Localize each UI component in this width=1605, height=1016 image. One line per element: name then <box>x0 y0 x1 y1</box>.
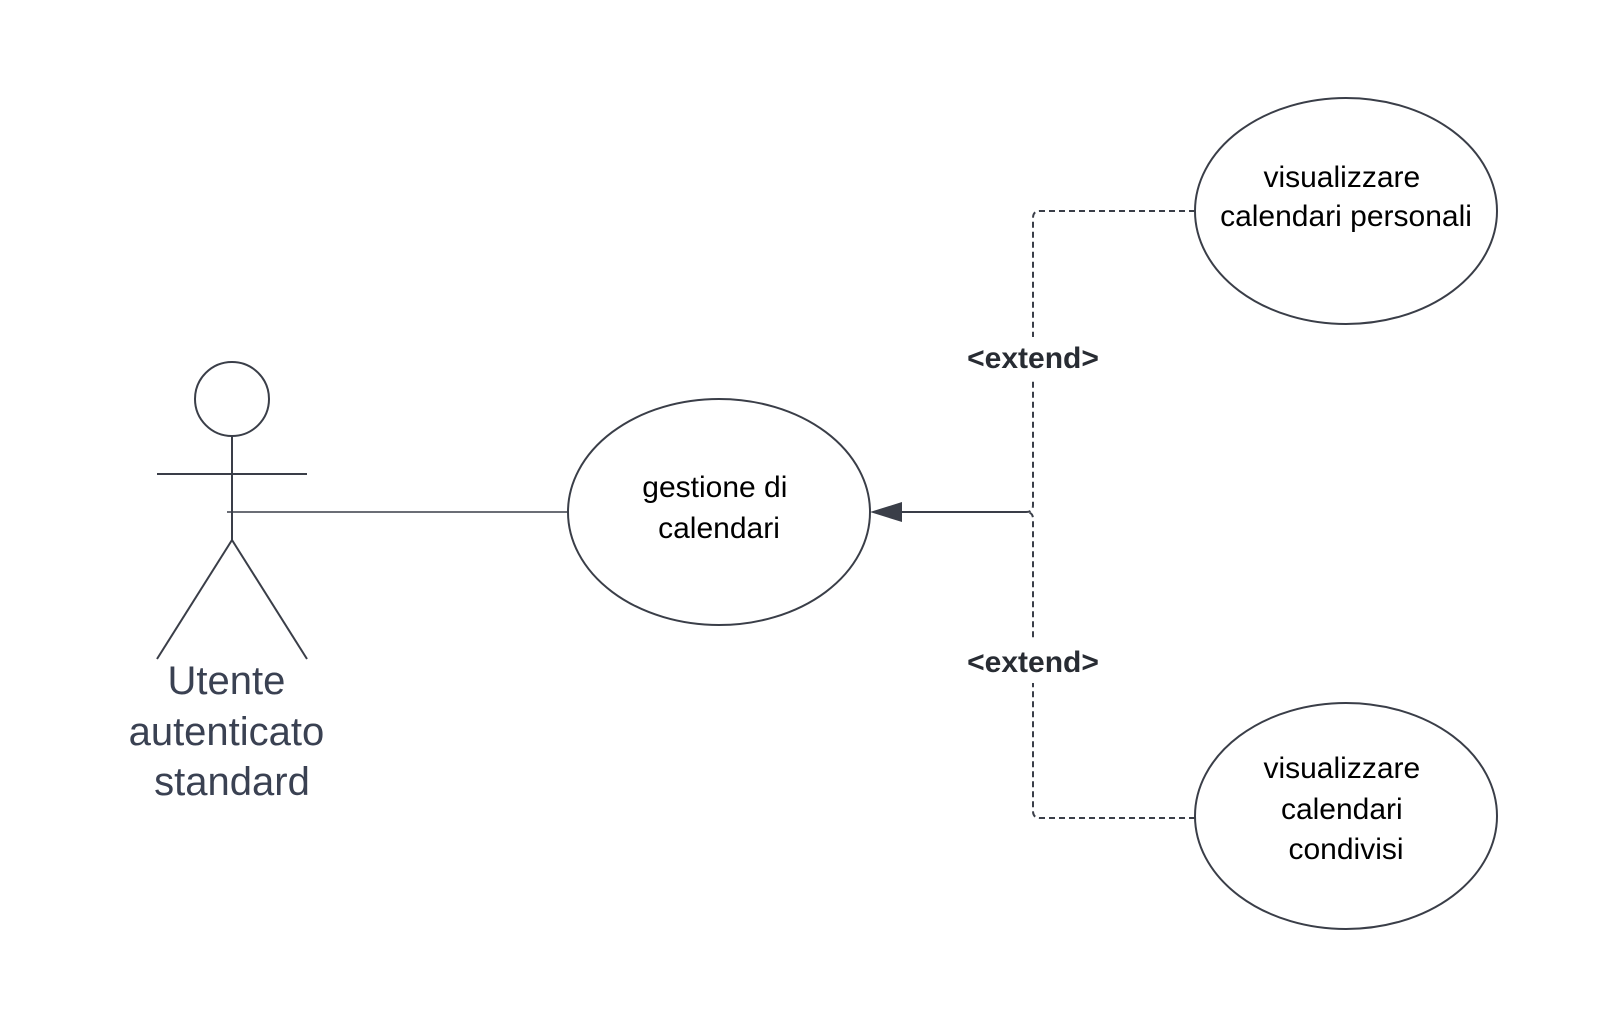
use-case-label-line: calendari <box>658 512 780 545</box>
use-case-label-line: condivisi <box>1288 833 1403 866</box>
use-case-gestione-calendari[interactable]: gestione di calendari <box>567 398 871 626</box>
actor-name-line: Utente <box>168 659 286 703</box>
actor-name: Utente autenticato standard <box>129 659 336 804</box>
use-case-label: visualizzare calendari condivisi <box>1263 752 1428 866</box>
actor-right-leg <box>231 539 308 660</box>
use-case-label-line: calendari personali <box>1220 200 1472 233</box>
use-case-ellipse <box>1194 702 1498 930</box>
extend-arrowhead <box>870 502 902 522</box>
extend-label-text: <extend> <box>967 342 1099 375</box>
use-case-calendari-condivisi[interactable]: visualizzare calendari condivisi <box>1194 702 1498 930</box>
extend-label-text: <extend> <box>967 646 1099 679</box>
actor-name-line: standard <box>154 760 310 804</box>
actor-name-line: autenticato <box>129 710 325 754</box>
use-case-label-line: gestione di <box>642 471 787 504</box>
use-case-calendari-personali[interactable]: visualizzare calendari personali <box>1194 97 1498 325</box>
extend-label-background <box>956 337 1110 379</box>
use-case-label: visualizzare calendari personali <box>1220 161 1472 233</box>
extend-label-bottom: <extend> <box>956 641 1110 683</box>
actor-head <box>194 361 270 437</box>
use-case-label-line: calendari <box>1281 793 1403 826</box>
use-case-label-line: visualizzare <box>1263 752 1420 785</box>
extend-connector-top[interactable] <box>902 210 1195 513</box>
actor-left-leg <box>156 539 233 660</box>
extend-label-top: <extend> <box>956 337 1110 379</box>
use-case-label-line: visualizzare <box>1263 161 1420 194</box>
extend-label-background <box>956 641 1110 683</box>
use-case-label: gestione di calendari <box>642 471 795 545</box>
actor[interactable]: Utente autenticato standard <box>129 361 336 804</box>
